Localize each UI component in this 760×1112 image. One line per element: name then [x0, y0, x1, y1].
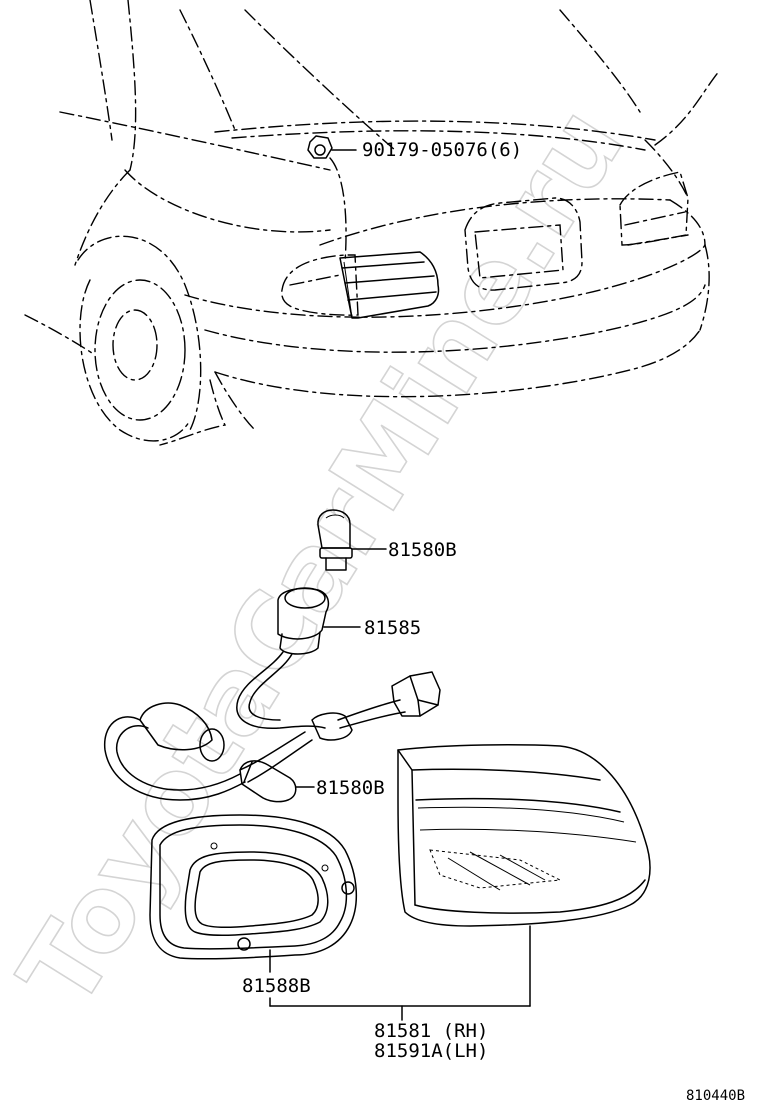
car-rear-illustration [24, 0, 721, 446]
bulb-top [317, 509, 387, 571]
part-label-gasket: 81588B [242, 975, 311, 997]
part-label-socket: 81585 [364, 617, 421, 639]
part-label-clip: 90179-05076(6) [362, 139, 522, 161]
part-label-lamp-lh: 81591A(LH) [374, 1040, 488, 1062]
part-label-lamp-rh: 81581 (RH) [374, 1020, 488, 1042]
gasket [149, 814, 358, 973]
part-label-bulb-bottom: 81580B [316, 777, 385, 799]
part-label-bulb-top: 81580B [388, 539, 457, 561]
lamp-assembly [397, 744, 651, 1007]
bulb-bottom [239, 760, 315, 803]
socket-harness [104, 587, 441, 801]
clip-fastener [307, 135, 357, 263]
drawing-code: 810440B [686, 1088, 745, 1104]
bracket-leaders [269, 997, 531, 1021]
clip-leader-dash [329, 157, 347, 263]
